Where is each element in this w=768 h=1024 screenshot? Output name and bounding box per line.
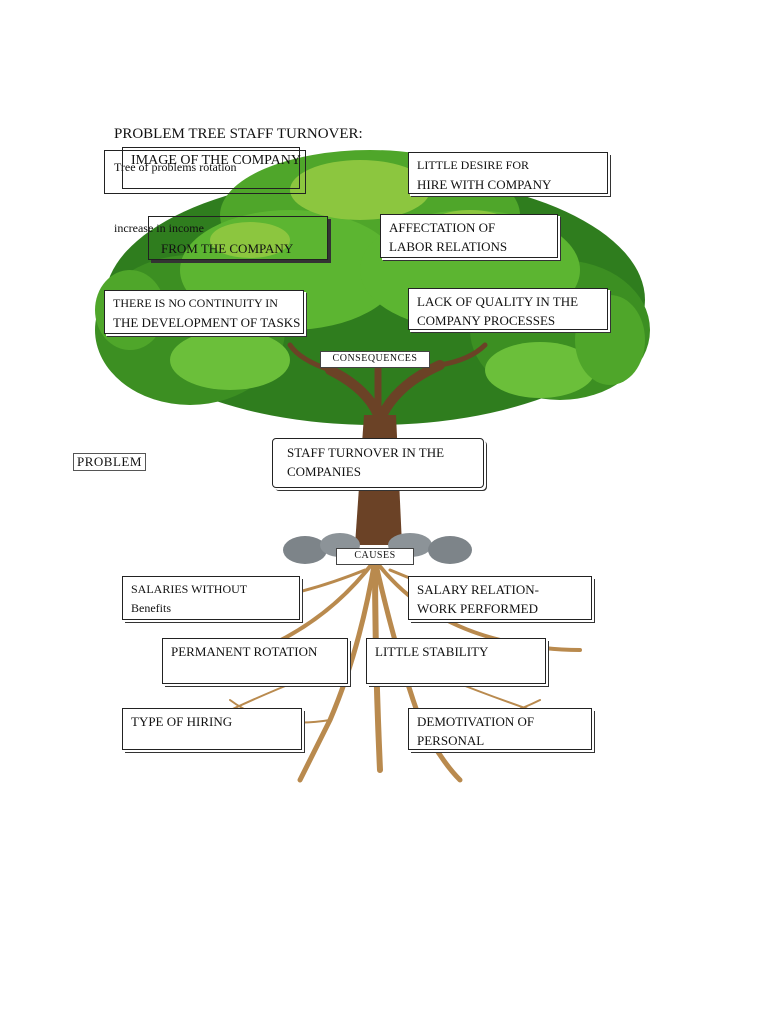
consequence-line: LACK OF QUALITY IN THE	[417, 294, 579, 309]
rotation-note: Tree of problems rotation	[114, 160, 237, 174]
cause-box-3: PERMANENT ROTATION	[162, 638, 348, 684]
core-problem-line: COMPANIES	[287, 464, 361, 479]
consequences-label: CONSEQUENCES	[320, 351, 430, 368]
core-problem-box: STAFF TURNOVER IN THE COMPANIES	[272, 438, 484, 488]
box-outline	[104, 150, 306, 194]
consequence-line: HIRE WITH COMPANY	[417, 177, 552, 192]
cause-line: SALARIES WITHOUT	[131, 582, 248, 596]
cause-line: LITTLE STABILITY	[375, 644, 489, 659]
consequence-line	[157, 220, 319, 239]
cause-box-2: SALARY RELATION- WORK PERFORMED	[408, 576, 592, 620]
cause-line: TYPE OF HIRING	[131, 714, 233, 729]
consequence-box-1: IMAGE OF THE COMPANY	[122, 147, 301, 189]
consequence-line: FROM THE COMPANY	[161, 241, 294, 256]
cause-line: PERSONAL	[417, 733, 485, 748]
consequence-line: COMPANY PROCESSES	[417, 313, 556, 328]
cause-line: DEMOTIVATION OF	[417, 714, 535, 729]
cause-box-1: SALARIES WITHOUT Benefits	[122, 576, 300, 620]
core-problem-line: STAFF TURNOVER IN THE	[287, 445, 445, 460]
consequence-line: AFFECTATION OF	[389, 220, 496, 235]
cause-box-6: DEMOTIVATION OF PERSONAL	[408, 708, 592, 750]
consequence-box-6: LACK OF QUALITY IN THE COMPANY PROCESSES	[408, 288, 608, 330]
consequence-box-2: LITTLE DESIRE FOR HIRE WITH COMPANY	[408, 152, 608, 194]
consequence-box-5: THERE IS NO CONTINUITY IN THE DEVELOPMEN…	[104, 290, 304, 334]
consequence-line: THERE IS NO CONTINUITY IN	[113, 296, 278, 310]
cause-line: WORK PERFORMED	[417, 601, 538, 616]
consequence-line: THE DEVELOPMENT OF TASKS	[113, 315, 301, 330]
cause-line: PERMANENT ROTATION	[171, 644, 318, 659]
consequence-line: IMAGE OF THE COMPANY	[131, 153, 301, 168]
consequence-line: LABOR RELATIONS	[389, 239, 508, 254]
cause-box-4: LITTLE STABILITY	[366, 638, 546, 684]
consequence-box-4: AFFECTATION OF LABOR RELATIONS	[380, 214, 558, 258]
cause-line: SALARY RELATION-	[417, 582, 539, 597]
income-note: increase in income	[114, 221, 204, 235]
causes-label: CAUSES	[336, 548, 414, 565]
cause-box-5: TYPE OF HIRING	[122, 708, 302, 750]
consequence-line: LITTLE DESIRE FOR	[417, 158, 529, 172]
branches	[287, 342, 488, 425]
problem-label: PROBLEM	[73, 453, 146, 471]
consequence-box-3: FROM THE COMPANY	[148, 216, 328, 260]
rocks	[283, 533, 472, 564]
page-title: PROBLEM TREE STAFF TURNOVER:	[114, 126, 363, 142]
cause-line: Benefits	[131, 601, 171, 615]
